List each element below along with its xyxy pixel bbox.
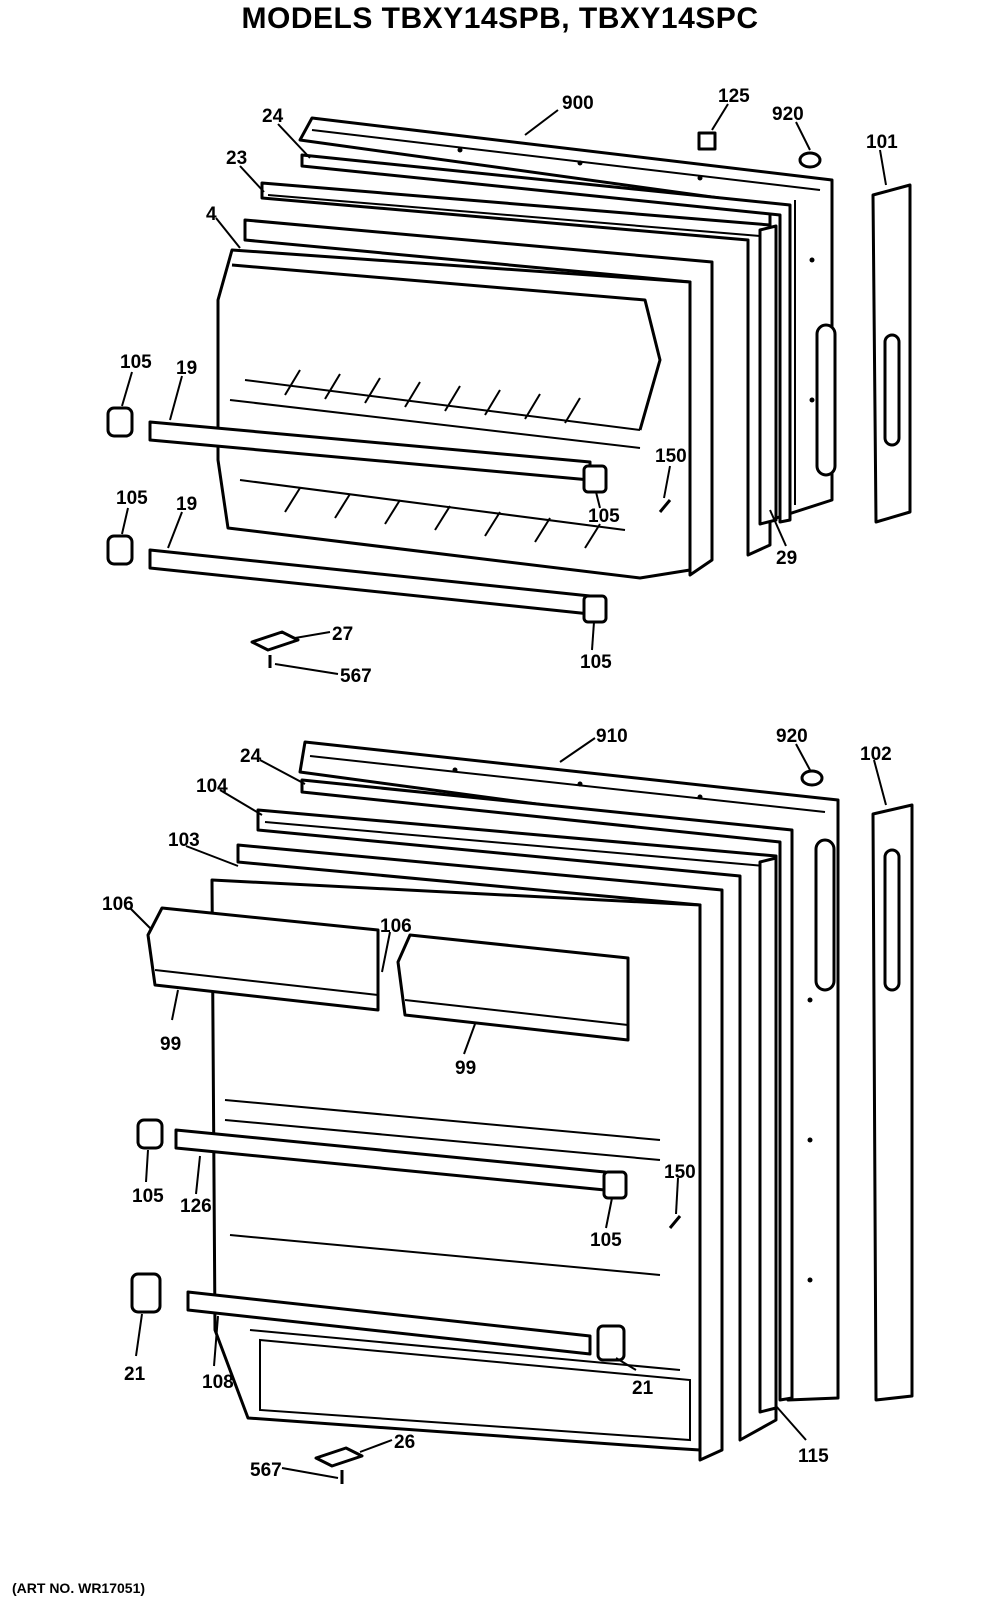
callout-910: 910 [596, 726, 628, 747]
handle-101 [871, 183, 912, 524]
callout-115: 115 [798, 1446, 829, 1467]
callout-920: 920 [772, 104, 804, 125]
clip-105-lower-left [136, 1118, 164, 1150]
callout-21: 21 [124, 1364, 146, 1385]
callouts-bottom: 910 920 102 24 104 103 106 106 99 99 105… [102, 726, 892, 1481]
callout-26: 26 [394, 1432, 415, 1453]
callout-104: 104 [196, 776, 228, 797]
callout-21: 21 [632, 1378, 654, 1399]
callout-105: 105 [120, 352, 152, 373]
callout-108: 108 [202, 1372, 234, 1393]
art-number: (ART NO. WR17051) [12, 1580, 146, 1596]
callout-567: 567 [250, 1460, 282, 1481]
inner-frame-23 [260, 181, 772, 557]
callout-29: 29 [776, 548, 797, 569]
leader-lines-top [121, 103, 887, 675]
callout-920: 920 [776, 726, 808, 747]
callout-105: 105 [588, 506, 620, 527]
clip-21-right [596, 1324, 626, 1362]
diagram-title: MODELS TBXY14SPB, TBXY14SPC [241, 2, 759, 35]
clip-105-upper-right [582, 464, 608, 494]
clip-21-left [130, 1272, 162, 1314]
callout-105: 105 [590, 1230, 622, 1251]
callout-105: 105 [132, 1186, 164, 1207]
callout-23: 23 [226, 148, 247, 169]
callout-150: 150 [664, 1162, 696, 1183]
callout-125: 125 [718, 86, 750, 107]
callout-99: 99 [160, 1034, 181, 1055]
callout-19: 19 [176, 358, 197, 379]
callout-24: 24 [240, 746, 262, 767]
callouts-top: 900 125 920 101 24 23 4 105 19 150 105 1… [116, 86, 898, 687]
callout-24: 24 [262, 106, 284, 127]
clip-105-top-left [106, 406, 134, 438]
screw-150-bottom [668, 1215, 682, 1229]
cap-920-top [798, 151, 822, 169]
plug-125 [697, 131, 717, 151]
callout-19: 19 [176, 494, 197, 515]
callout-99: 99 [455, 1058, 476, 1079]
shelf-bar-108 [186, 1290, 592, 1356]
door-bin-106-right [396, 933, 630, 1042]
callout-102: 102 [860, 744, 892, 765]
door-gasket-24-lower [300, 778, 794, 1402]
door-gasket-24 [300, 153, 792, 524]
strip-29 [758, 224, 778, 526]
inner-frame-104 [256, 808, 778, 1442]
leader-lines-bottom [129, 737, 887, 1479]
callout-106: 106 [102, 894, 134, 915]
clip-105-lower-right-b [602, 1170, 628, 1200]
door-liner-4 [216, 218, 714, 580]
bracket-27 [250, 630, 300, 652]
handle-102 [871, 803, 914, 1402]
callout-105: 105 [580, 652, 612, 673]
callout-27: 27 [332, 624, 353, 645]
callout-106: 106 [380, 916, 412, 937]
door-bin-106-left [146, 906, 380, 1012]
callout-900: 900 [562, 93, 594, 114]
freezer-door-assembly [106, 116, 912, 668]
callout-101: 101 [866, 132, 898, 153]
callout-103: 103 [168, 830, 200, 851]
callout-4: 4 [206, 204, 217, 225]
callout-150: 150 [655, 446, 687, 467]
clip-105-lower-right [582, 594, 608, 624]
screw-150-top [658, 499, 672, 513]
strip-115 [758, 856, 778, 1414]
bracket-26 [314, 1446, 364, 1468]
fresh-food-door-assembly [130, 740, 914, 1484]
callout-126: 126 [180, 1196, 212, 1217]
clip-105-mid-left [106, 534, 134, 566]
cap-920-bottom [800, 769, 824, 787]
callout-105: 105 [116, 488, 148, 509]
callout-567: 567 [340, 666, 372, 687]
